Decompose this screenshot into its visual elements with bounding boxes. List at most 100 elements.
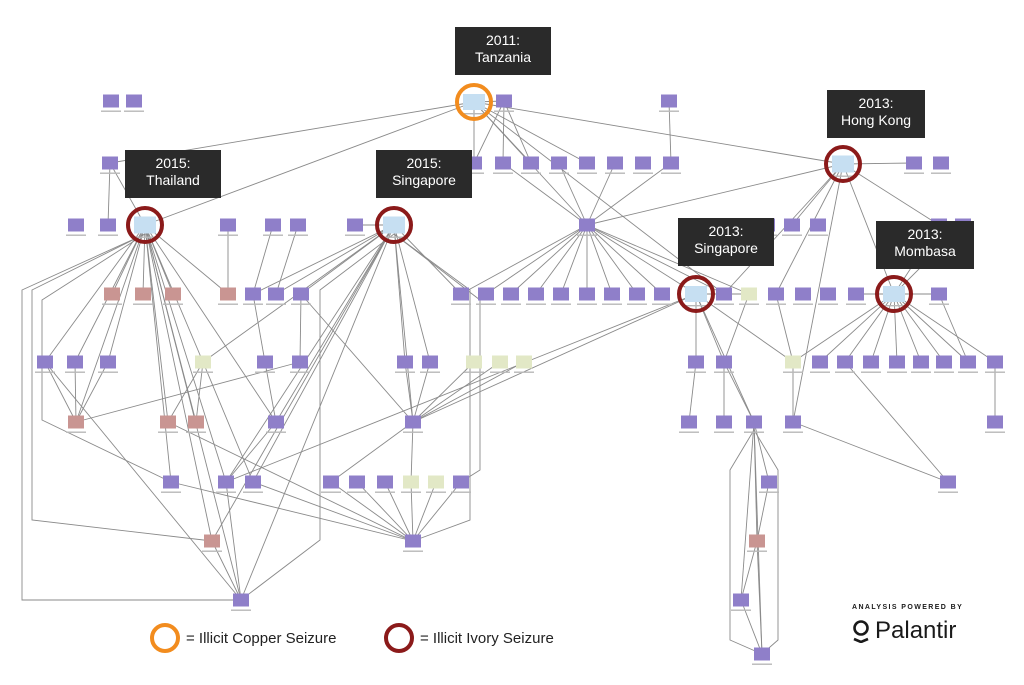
node-caption-placeholder	[659, 110, 679, 112]
node-caption-placeholder	[266, 303, 286, 305]
node-caption-placeholder	[904, 172, 924, 174]
person-node	[103, 94, 119, 108]
graph-edge	[842, 163, 895, 295]
brand-name: Palantir	[875, 617, 957, 644]
graph-edge	[586, 224, 613, 295]
node-caption-placeholder	[451, 491, 471, 493]
callout-place: Singapore	[392, 172, 456, 188]
node-caption-placeholder	[464, 113, 484, 115]
person-node	[604, 287, 620, 301]
node-caption-placeholder	[633, 172, 653, 174]
person-node	[503, 287, 519, 301]
graph-edge	[473, 101, 844, 165]
graph-edge	[668, 100, 672, 164]
node-caption-placeholder	[887, 371, 907, 373]
person-node	[293, 287, 309, 301]
graph-edge	[586, 224, 638, 295]
graph-edge	[252, 224, 395, 483]
organization-node	[165, 287, 181, 301]
ivory-seizure-ring	[677, 275, 715, 313]
node-caption-placeholder	[884, 305, 904, 307]
node-caption-placeholder	[464, 172, 484, 174]
graph-routed-edge	[729, 429, 763, 655]
person-node	[126, 94, 142, 108]
node-caption-placeholder	[395, 371, 415, 373]
ivory-seizure-ring	[126, 206, 164, 244]
person-node	[551, 156, 567, 170]
node-caption-placeholder	[679, 431, 699, 433]
graph-edge	[740, 599, 763, 655]
node-caption-placeholder	[782, 234, 802, 236]
node-caption-placeholder	[958, 371, 978, 373]
brand-tagline: ANALYSIS POWERED BY	[852, 604, 964, 611]
node-caption-placeholder	[810, 371, 830, 373]
graph-edge	[275, 224, 395, 423]
node-caption-placeholder	[158, 431, 178, 433]
person-node	[761, 475, 777, 489]
graph-edge	[144, 224, 172, 483]
graph-edge	[144, 224, 242, 601]
node-caption-placeholder	[35, 371, 55, 373]
callout-place: Singapore	[694, 240, 758, 256]
person-node	[785, 415, 801, 429]
graph-edge	[792, 163, 844, 423]
graph-edge	[844, 361, 949, 483]
node-caption-placeholder	[321, 491, 341, 493]
node-caption-placeholder	[193, 371, 213, 373]
graph-edge	[560, 224, 588, 295]
organization-node	[68, 415, 84, 429]
person-node	[268, 287, 284, 301]
person-node	[716, 415, 732, 429]
person-node	[746, 415, 762, 429]
node-caption-placeholder	[163, 303, 183, 305]
graph-edge	[558, 162, 588, 226]
person-node	[163, 475, 179, 489]
node-caption-placeholder	[627, 303, 647, 305]
person-node	[453, 287, 469, 301]
person-node	[100, 355, 116, 369]
person-node	[265, 218, 281, 232]
node-caption-placeholder	[835, 371, 855, 373]
location-node	[741, 287, 757, 301]
seizure-node	[463, 94, 485, 110]
organization-node	[160, 415, 176, 429]
node-caption-placeholder	[577, 234, 597, 236]
node-caption-placeholder	[476, 303, 496, 305]
seizure-node	[134, 216, 156, 234]
copper-ring-icon	[150, 623, 180, 653]
graph-edge	[330, 421, 414, 483]
graph-edge	[893, 293, 898, 363]
node-caption-placeholder	[686, 371, 706, 373]
person-node	[405, 415, 421, 429]
graph-edge	[412, 293, 697, 423]
graph-edge	[502, 100, 505, 164]
node-caption-placeholder	[124, 110, 144, 112]
node-caption-placeholder	[766, 303, 786, 305]
person-node	[629, 287, 645, 301]
graph-edge	[299, 293, 302, 363]
seizure-node	[883, 286, 905, 302]
callout-year: 2013:	[907, 226, 943, 242]
person-node	[233, 593, 249, 607]
graph-edge	[485, 224, 588, 295]
graph-edge	[275, 224, 299, 295]
person-node	[768, 287, 784, 301]
node-caption-placeholder	[846, 303, 866, 305]
graph-edge	[412, 361, 501, 423]
person-node	[579, 287, 595, 301]
person-node	[495, 156, 511, 170]
node-caption-placeholder	[985, 431, 1005, 433]
graph-edge	[723, 163, 844, 295]
person-node	[579, 156, 595, 170]
node-caption-placeholder	[577, 303, 597, 305]
ivory-ring-icon	[384, 623, 414, 653]
node-caption-placeholder	[375, 491, 395, 493]
node-caption-placeholder	[161, 491, 181, 493]
node-caption-placeholder	[752, 663, 772, 665]
graph-edge	[586, 162, 616, 226]
node-caption-placeholder	[714, 431, 734, 433]
node-caption-placeholder	[243, 491, 263, 493]
node-caption-placeholder	[100, 172, 120, 174]
graph-edge	[412, 361, 475, 423]
